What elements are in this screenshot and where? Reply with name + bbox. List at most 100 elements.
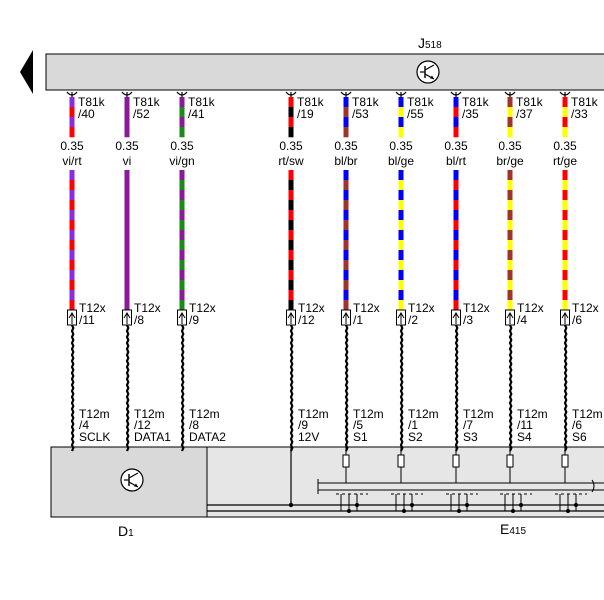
wire-stripe xyxy=(179,200,185,211)
wire-stripe xyxy=(179,260,185,271)
bottom-connector-label: T12m xyxy=(189,407,220,421)
wire-stripe xyxy=(453,180,459,191)
resistor xyxy=(397,454,405,468)
top-connector-pin: /33 xyxy=(571,107,588,121)
bottom-connector-label: T12m xyxy=(298,407,329,421)
wire-stripe xyxy=(398,240,404,251)
mid-connector-pin: /3 xyxy=(463,313,473,327)
mid-connector-pin: /1 xyxy=(353,313,363,327)
mid-connector-pin: /8 xyxy=(134,313,144,327)
wire-stripe xyxy=(69,180,75,191)
wire-stripe xyxy=(398,190,404,201)
wire-stripe xyxy=(179,240,185,251)
junction-dot xyxy=(410,503,414,507)
mid-connector-label: T12x xyxy=(517,301,544,315)
signal-label: 12V xyxy=(298,430,319,444)
wire-stripe xyxy=(288,290,294,301)
wire-stripe xyxy=(507,290,513,301)
wire-stripe xyxy=(179,300,185,311)
wire-stripe xyxy=(124,290,130,301)
wire-gauge-label: 0.35 xyxy=(279,139,303,153)
wire-stripe xyxy=(69,127,75,138)
bottom-connector-label: T12m xyxy=(79,407,110,421)
wire-gauge-label: 0.35 xyxy=(498,139,522,153)
wire-stripe xyxy=(453,127,459,138)
wire-stripe xyxy=(69,250,75,261)
transistor-icon xyxy=(120,468,144,492)
wire-lower-segment xyxy=(180,324,185,452)
bottom-connector-label: T12m xyxy=(572,407,603,421)
wire-stripe xyxy=(398,220,404,231)
wire-stripe xyxy=(507,107,513,118)
top-connector-pin: /53 xyxy=(352,107,369,121)
wire-stripe xyxy=(398,290,404,301)
mid-connector-label: T12x xyxy=(463,301,490,315)
wire-stripe xyxy=(453,117,459,128)
wire-stripe xyxy=(343,107,349,118)
mid-connector-label: T12x xyxy=(298,301,325,315)
wire-stripe xyxy=(562,170,568,181)
wire-stripe xyxy=(288,210,294,221)
wire-stripe xyxy=(343,200,349,211)
mid-connector-label: T12x xyxy=(572,301,599,315)
mid-connector-pin: /9 xyxy=(189,313,199,327)
bottom-connector-label: T12m xyxy=(353,407,384,421)
wire-stripe xyxy=(343,170,349,181)
wire-stripe xyxy=(343,240,349,251)
mid-connector-pin: /12 xyxy=(298,313,315,327)
wire-stripe xyxy=(562,210,568,221)
wire-stripe xyxy=(562,280,568,291)
wire-stripe xyxy=(453,300,459,311)
wire-stripe xyxy=(69,220,75,231)
wire-lower-segment xyxy=(125,324,130,452)
junction-dot xyxy=(574,503,578,507)
wire-stripe xyxy=(124,220,130,231)
wire-stripe xyxy=(398,270,404,281)
bottom-connector-pin: /6 xyxy=(572,418,582,432)
signal-label: S4 xyxy=(517,430,532,444)
resistor xyxy=(452,454,460,468)
bus-end-mark xyxy=(591,479,595,493)
top-connector-pin: /35 xyxy=(462,107,479,121)
wire-stripe xyxy=(288,107,294,118)
wire-group: T81k/400.35vi/rtT12x/11T12m/4SCLKT81k/52… xyxy=(60,91,603,452)
wire-stripe xyxy=(507,127,513,138)
module-j518-label: J518 xyxy=(418,35,442,51)
top-connector-pin: /19 xyxy=(297,107,314,121)
wire-color-code: bl/br xyxy=(334,154,357,168)
wire-stripe xyxy=(507,180,513,191)
bottom-connector-label: T12m xyxy=(517,407,548,421)
wire-stripe xyxy=(179,97,185,108)
wire-stripe xyxy=(562,220,568,231)
wire-stripe xyxy=(507,117,513,128)
wire-stripe xyxy=(179,220,185,231)
module-d1-label: D1 xyxy=(118,523,134,539)
wire-stripe xyxy=(507,270,513,281)
wire-stripe xyxy=(124,260,130,271)
wire-stripe xyxy=(453,190,459,201)
wire-stripe xyxy=(288,260,294,271)
wire-stripe xyxy=(179,127,185,138)
junction-dot xyxy=(347,509,351,513)
wire-gauge-label: 0.35 xyxy=(334,139,358,153)
module-j518: J518 xyxy=(20,35,604,94)
wire-stripe xyxy=(288,280,294,291)
wire-stripe xyxy=(343,97,349,108)
wire-stripe xyxy=(343,210,349,221)
top-connector-label: T81k xyxy=(188,95,216,109)
bottom-connector-pin: /9 xyxy=(298,418,308,432)
wire-stripe xyxy=(69,280,75,291)
bottom-connector-pin: /8 xyxy=(189,418,199,432)
wire-stripe xyxy=(69,190,75,201)
wire-stripe xyxy=(179,117,185,128)
wire-stripe xyxy=(453,240,459,251)
